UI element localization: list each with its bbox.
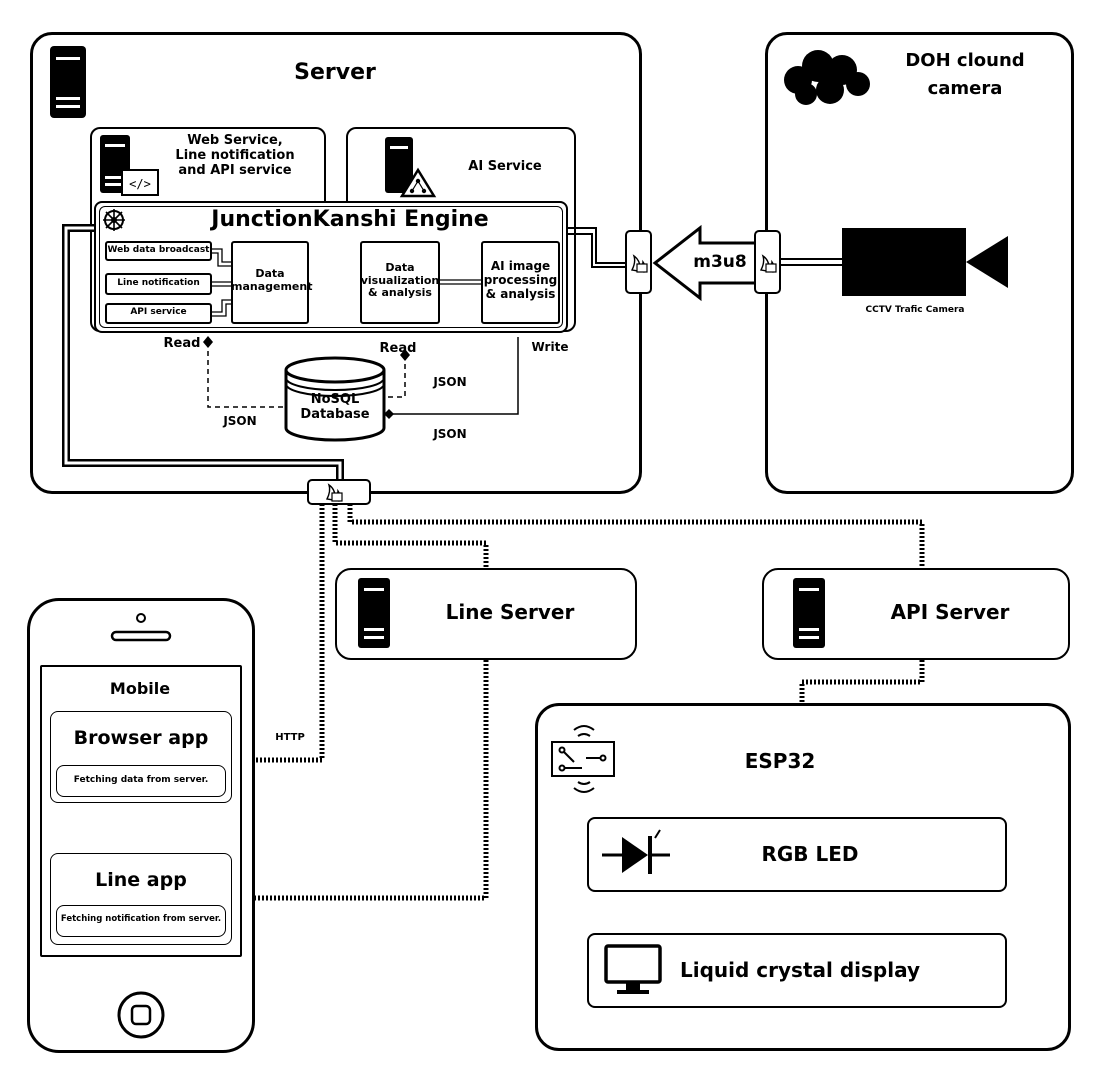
json-left-label: JSON bbox=[223, 414, 257, 428]
write-label: Write bbox=[531, 340, 569, 354]
rgb-led-label: RGB LED bbox=[761, 842, 859, 866]
line-server-label: Line Server bbox=[445, 600, 575, 624]
browser-app-title: Browser app bbox=[73, 727, 209, 749]
json-right-top-label: JSON bbox=[433, 375, 467, 389]
lcd-label: Liquid crystal display bbox=[680, 958, 920, 982]
database-label: NoSQL Database bbox=[300, 392, 370, 422]
data-visualization-label: Data visualization & analysis bbox=[360, 261, 440, 300]
line-notification-label: Line notification bbox=[117, 278, 200, 288]
m3u8-label: m3u8 bbox=[693, 252, 747, 272]
web-service-label: Web Service, Line notification and API s… bbox=[175, 133, 295, 178]
web-data-broadcast-label: Web data broadcast bbox=[107, 245, 210, 255]
line-app-title: Line app bbox=[95, 869, 187, 891]
data-visualization-box bbox=[360, 241, 440, 324]
browser-app-status-text: Fetching data from server. bbox=[73, 775, 209, 785]
line-app-status bbox=[56, 905, 226, 937]
browser-app-status bbox=[56, 765, 226, 797]
server-title: Server bbox=[294, 60, 376, 85]
ai-image-processing-box bbox=[481, 241, 560, 324]
line-app-status-text: Fetching notification from server. bbox=[60, 914, 222, 924]
ai-service-label: AI Service bbox=[468, 159, 542, 174]
ai-image-processing-label: AI image processing & analysis bbox=[483, 259, 558, 301]
doh-camera-title: DOH clound camera bbox=[905, 50, 1025, 99]
http-label: HTTP bbox=[275, 732, 305, 743]
api-service-label: API service bbox=[130, 307, 187, 317]
data-management-label: Data management bbox=[231, 267, 313, 293]
read-left-label: Read bbox=[163, 336, 201, 351]
esp32-title: ESP32 bbox=[744, 749, 816, 773]
mobile-title: Mobile bbox=[109, 679, 171, 698]
json-right-bottom-label: JSON bbox=[433, 427, 467, 441]
api-server-label: API Server bbox=[890, 600, 1010, 624]
read-right-label: Read bbox=[379, 341, 417, 356]
cctv-camera-label: CCTV Trafic Camera bbox=[865, 305, 965, 315]
engine-title: JunctionKanshi Engine bbox=[211, 207, 489, 232]
